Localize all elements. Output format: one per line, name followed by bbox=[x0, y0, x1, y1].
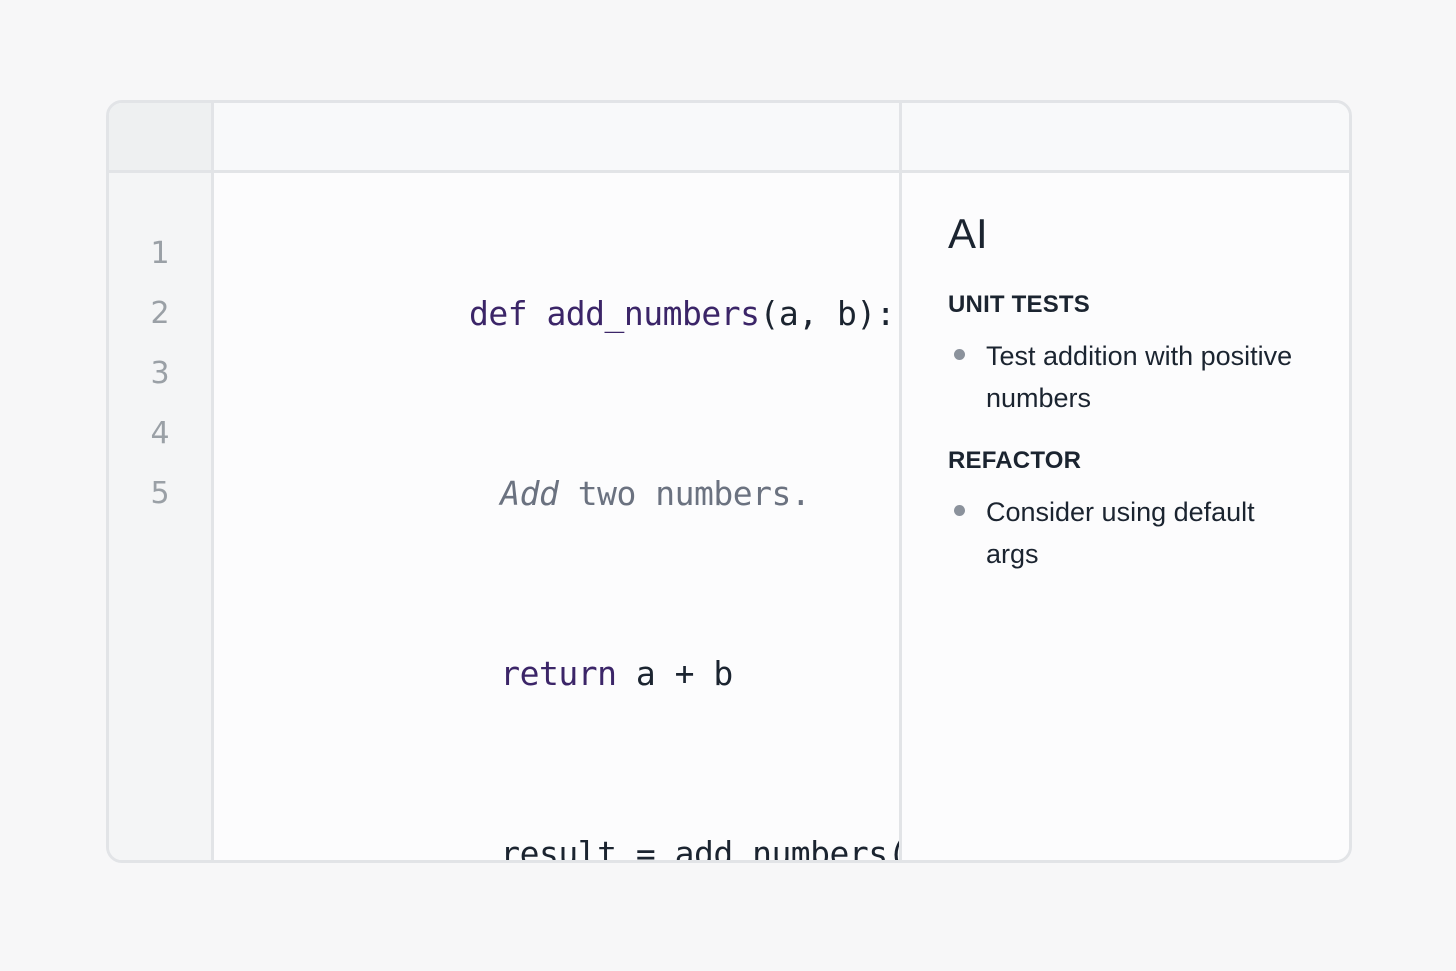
code-token-function: add_numbers bbox=[546, 294, 760, 333]
line-number: 4 bbox=[150, 416, 170, 451]
ai-section-unit-tests: UNIT TESTS Test addition with positive n… bbox=[948, 291, 1309, 419]
bullet-icon bbox=[954, 505, 965, 517]
code-line[interactable]: def add_numbers(a, b): bbox=[314, 224, 899, 404]
code-editor-surface[interactable]: def add_numbers(a, b): Add two numbers. … bbox=[214, 173, 902, 860]
code-tab-bar[interactable] bbox=[214, 103, 902, 170]
ai-section-heading: REFACTOR bbox=[948, 447, 1082, 475]
window-header-bar bbox=[109, 103, 1349, 173]
ai-suggestion-list: Test addition with positive numbers bbox=[948, 335, 1309, 419]
code-line[interactable]: result = add_numbers(2, 3) bbox=[314, 764, 899, 860]
ai-tab-bar[interactable] bbox=[902, 103, 1349, 170]
ai-panel-title: AI bbox=[948, 210, 988, 257]
code-line[interactable]: return a + b bbox=[314, 584, 899, 764]
bullet-icon bbox=[954, 349, 965, 361]
editor-body: 1 2 3 4 5 def add_numbers(a, b): Add two… bbox=[109, 173, 1349, 860]
ai-section-refactor: REFACTOR Consider using default args bbox=[948, 447, 1309, 575]
code-editor-window: 1 2 3 4 5 def add_numbers(a, b): Add two… bbox=[106, 100, 1352, 863]
gutter-header-cell bbox=[109, 103, 214, 170]
line-number: 1 bbox=[150, 236, 170, 271]
code-token-comment-emphasis: Add bbox=[500, 474, 559, 513]
ai-assistant-panel: AI UNIT TESTS Test addition with positiv… bbox=[902, 173, 1349, 860]
code-token-keyword: return bbox=[500, 654, 617, 693]
ai-suggestion-item[interactable]: Consider using default args bbox=[948, 491, 1309, 575]
ai-section-heading: UNIT TESTS bbox=[948, 291, 1091, 319]
code-token-plain: a + b bbox=[616, 654, 733, 693]
line-number: 2 bbox=[150, 296, 170, 331]
code-token-comment: two numbers. bbox=[558, 474, 811, 513]
code-line[interactable]: Add two numbers. bbox=[314, 404, 899, 584]
ai-suggestion-text: Test addition with positive numbers bbox=[986, 341, 1293, 414]
line-number-gutter: 1 2 3 4 5 bbox=[109, 173, 214, 860]
line-number: 3 bbox=[150, 356, 170, 391]
ai-suggestion-item[interactable]: Test addition with positive numbers bbox=[948, 335, 1309, 419]
code-token-keyword: def bbox=[468, 294, 547, 333]
code-token-plain: result = add_numbers(2, 3) bbox=[500, 834, 899, 860]
ai-suggestion-text: Consider using default args bbox=[986, 497, 1255, 570]
ai-suggestion-list: Consider using default args bbox=[948, 491, 1309, 575]
line-number: 5 bbox=[150, 476, 170, 511]
code-token-plain: (a, b): bbox=[759, 294, 896, 333]
